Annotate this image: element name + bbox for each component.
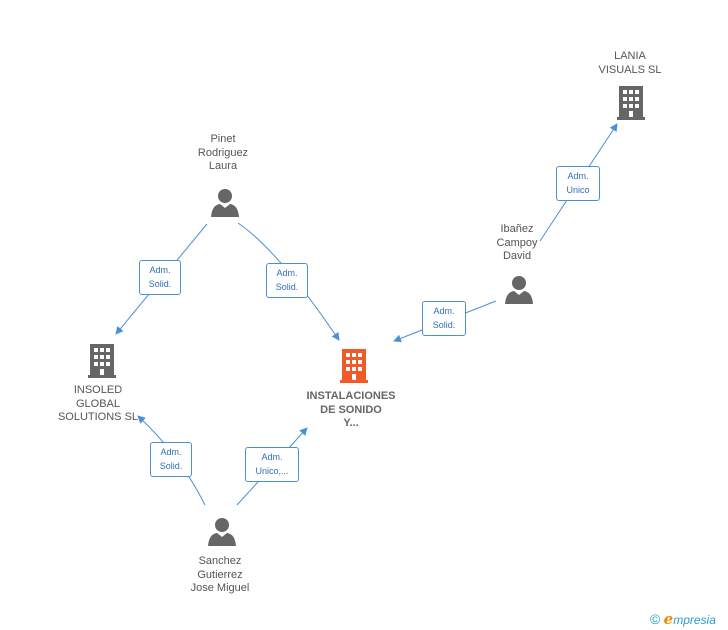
node-label-line: David [502, 250, 532, 262]
node-label-line: INSOLED [73, 384, 123, 396]
node-label-sanchez[interactable]: Sanchez Gutierrez Jose Miguel [170, 555, 270, 596]
node-label-line: Campoy [496, 236, 538, 249]
node-label-line: INSTALACIONES [306, 390, 396, 402]
edge-badge-line: Adm. [276, 268, 298, 278]
building-icon[interactable] [615, 86, 647, 120]
edge-badge-ibanez-lania[interactable]: Adm. Unico [556, 166, 600, 201]
node-label-line: Pinet [210, 133, 236, 145]
edge-badge-sanchez-insoled[interactable]: Adm. Solid. [150, 442, 192, 477]
edge-badge-line: Solid. [148, 279, 172, 289]
node-label-ibanez[interactable]: Ibañez Campoy David [467, 223, 567, 264]
edge-badge-line: Adm. [149, 265, 171, 275]
node-label-line: Gutierrez [197, 568, 243, 581]
edge-badge-line: Adm. [433, 306, 455, 316]
edge-badge-line: Solid. [432, 320, 456, 330]
brand-logo-text: mpresia [673, 613, 716, 627]
edge-badge-ibanez-instalaciones[interactable]: Adm. Solid. [422, 301, 466, 336]
person-icon[interactable] [210, 188, 240, 218]
edge-badge-sanchez-instalaciones[interactable]: Adm. Unico,... [245, 447, 299, 482]
edge-badge-pinet-instalaciones[interactable]: Adm. Solid. [266, 263, 308, 298]
node-label-line: DE SONIDO [320, 403, 382, 416]
node-label-lania[interactable]: LANIA VISUALS SL [580, 50, 680, 77]
building-icon-highlight[interactable] [338, 349, 370, 383]
edge-badge-line: Adm. [261, 452, 283, 462]
node-label-instalaciones[interactable]: INSTALACIONES DE SONIDO Y... [286, 390, 416, 431]
node-label-line: GLOBAL [75, 397, 121, 410]
node-label-line: Sanchez [198, 555, 242, 567]
node-label-line: Jose Miguel [190, 582, 250, 594]
node-label-line: VISUALS SL [598, 63, 662, 76]
edge-badge-line: Unico,... [255, 466, 289, 476]
node-label-line: LANIA [614, 50, 646, 62]
node-label-insoled[interactable]: INSOLED GLOBAL SOLUTIONS SL [48, 384, 148, 425]
edge-badge-line: Adm. [567, 171, 589, 181]
copyright-icon: © [650, 611, 661, 627]
node-label-line: Ibañez [500, 223, 534, 235]
brand-footer[interactable]: © empresia [650, 610, 716, 628]
person-icon[interactable] [504, 275, 534, 305]
edge-badge-line: Unico [566, 185, 590, 195]
node-label-line: SOLUTIONS SL [57, 411, 139, 423]
node-label-pinet[interactable]: Pinet Rodriguez Laura [173, 133, 273, 174]
node-label-line: Rodriguez [197, 146, 249, 159]
edge-badge-pinet-insoled[interactable]: Adm. Solid. [139, 260, 181, 295]
edge-badge-line: Solid. [275, 282, 299, 292]
person-icon[interactable] [207, 517, 237, 547]
edge-badge-line: Adm. [160, 447, 182, 457]
node-label-line: Y... [343, 417, 359, 429]
building-icon[interactable] [86, 344, 118, 378]
node-label-line: Laura [208, 160, 238, 172]
brand-logo-initial: e [663, 610, 674, 628]
edge-badge-line: Solid. [159, 461, 183, 471]
